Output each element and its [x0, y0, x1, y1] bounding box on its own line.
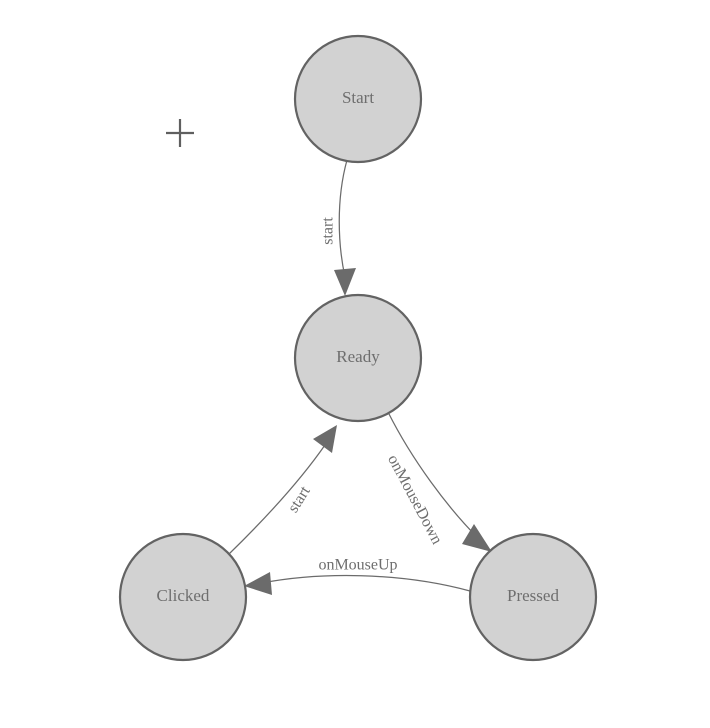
arrowhead-into-clicked — [244, 572, 272, 595]
arrowhead-into-ready-top — [334, 268, 356, 296]
node-start-label: Start — [342, 88, 374, 107]
node-clicked-circle[interactable] — [118, 532, 248, 662]
edge-pressed-to-clicked[interactable] — [244, 572, 471, 595]
edge-clicked-to-ready[interactable] — [228, 425, 337, 555]
node-start[interactable]: Start — [293, 34, 423, 164]
edge-label-clicked-to-ready: start — [285, 483, 314, 516]
edge-path-pressed-to-clicked[interactable] — [261, 574, 471, 592]
edge-start-to-ready[interactable] — [334, 159, 356, 296]
arrowhead-into-pressed — [462, 524, 492, 552]
node-pressed[interactable]: Pressed — [468, 532, 598, 662]
node-pressed-circle[interactable] — [468, 532, 598, 662]
edge-label-on-mouse-down: onMouseDown — [384, 452, 445, 547]
node-ready-label: Ready — [336, 347, 380, 366]
node-start-circle[interactable] — [293, 34, 423, 164]
node-ready[interactable]: Ready — [293, 293, 423, 423]
edge-path-clicked-to-ready[interactable] — [228, 444, 326, 555]
edge-ready-to-pressed[interactable] — [387, 411, 492, 552]
node-pressed-label: Pressed — [507, 586, 559, 605]
edge-path-ready-to-pressed[interactable] — [387, 411, 479, 539]
plus-marker-icon — [166, 119, 194, 147]
edge-label-start-to-ready: start — [320, 217, 337, 245]
edge-label-on-mouse-up: onMouseUp — [318, 557, 397, 574]
node-clicked[interactable]: Clicked — [118, 532, 248, 662]
node-clicked-label: Clicked — [157, 586, 210, 605]
arrowhead-into-ready-lower-left — [313, 425, 337, 453]
edge-path-start-to-ready[interactable] — [338, 159, 348, 278]
node-ready-circle[interactable] — [293, 293, 423, 423]
